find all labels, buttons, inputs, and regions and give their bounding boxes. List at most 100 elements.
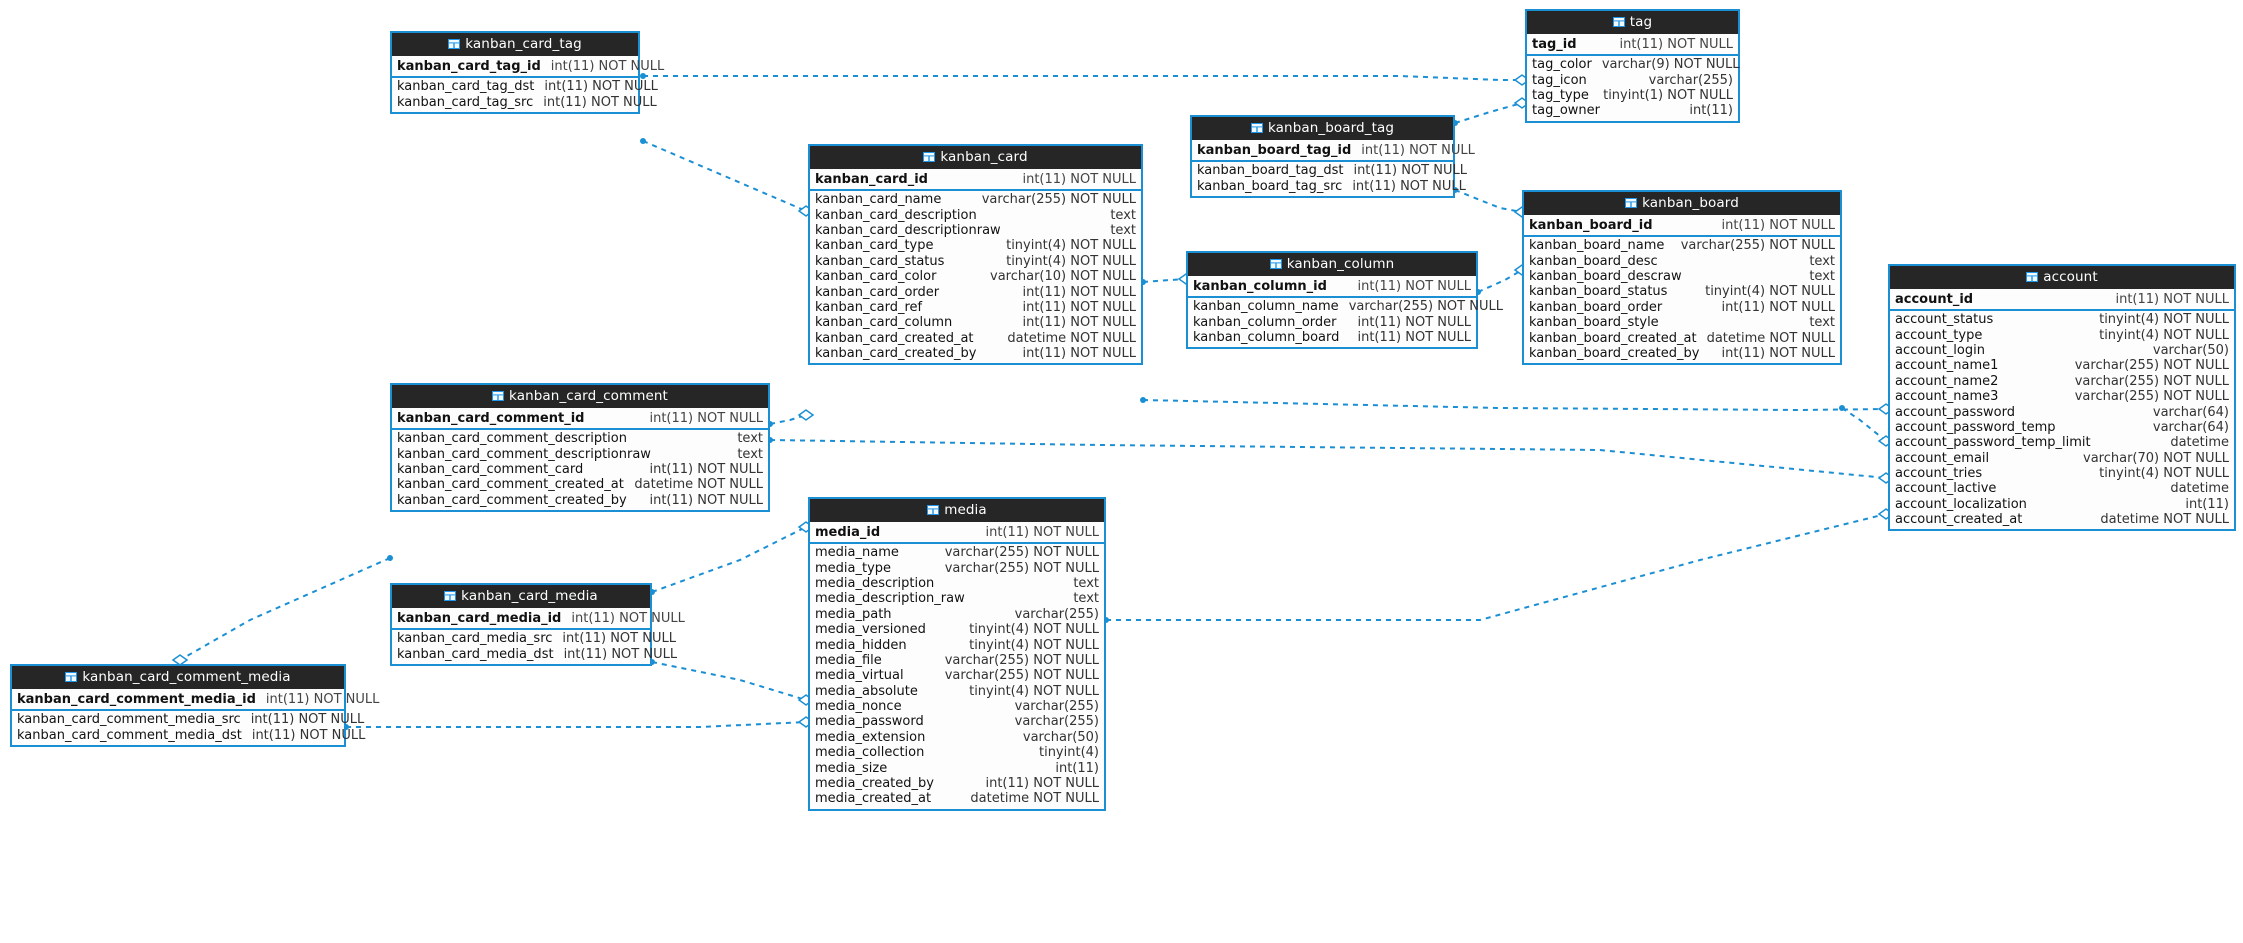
table-header-kanban_card_comment_media[interactable]: kanban_card_comment_media	[12, 666, 344, 689]
table-header-kanban_board_tag[interactable]: kanban_board_tag	[1192, 117, 1453, 140]
table-header-media[interactable]: media	[810, 499, 1104, 522]
table-header-tag[interactable]: tag	[1527, 11, 1738, 34]
table-header-kanban_card_media[interactable]: kanban_card_media	[392, 585, 650, 608]
table-header-kanban_card_tag[interactable]: kanban_card_tag	[392, 33, 638, 56]
table-header-kanban_card[interactable]: kanban_card	[810, 146, 1141, 169]
table-header-kanban_column[interactable]: kanban_column	[1188, 253, 1476, 276]
table-header-kanban_card_comment[interactable]: kanban_card_comment	[392, 385, 768, 408]
table-header-account[interactable]: account	[1890, 266, 2234, 289]
table-header-kanban_board[interactable]: kanban_board	[1524, 192, 1840, 215]
